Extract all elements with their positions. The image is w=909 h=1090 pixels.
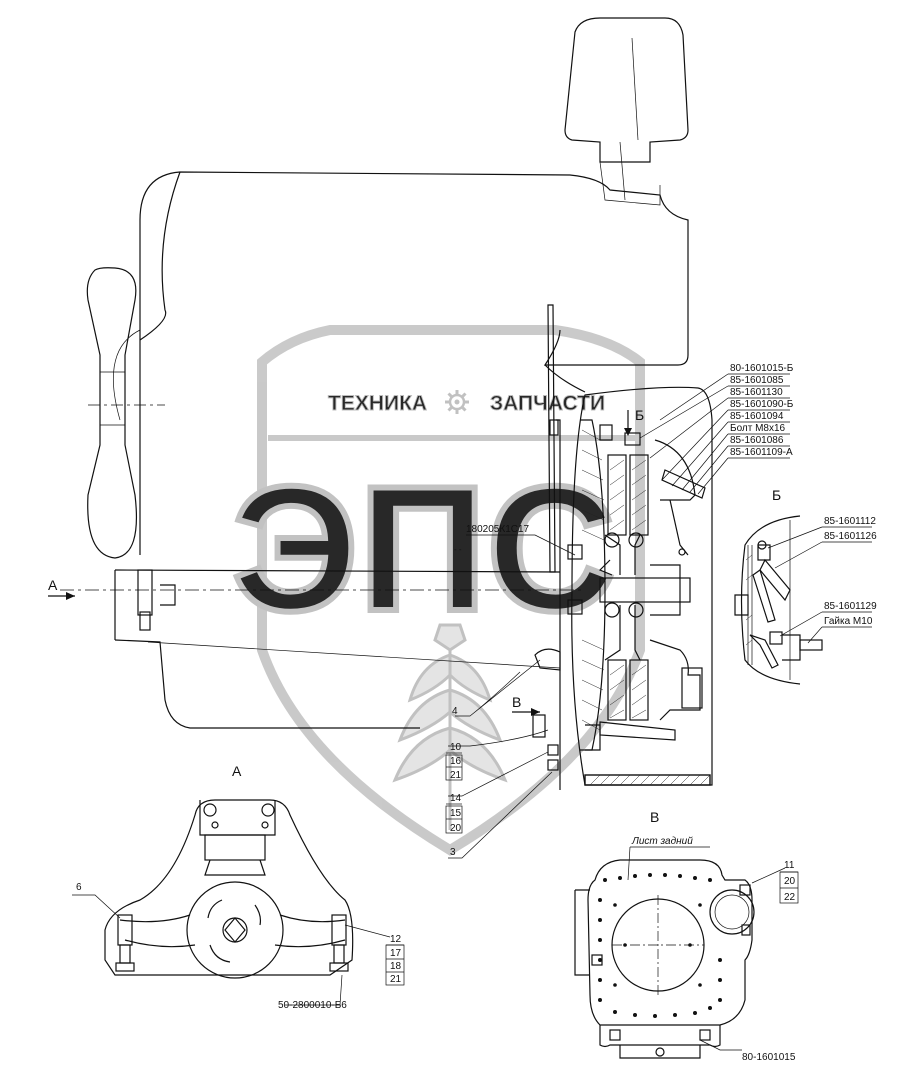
main-leaders <box>448 373 790 859</box>
watermark: ТЕХНИКА ЗАПЧАСТИ ЭПС <box>229 325 645 856</box>
callout-a-stack-c: 18 <box>390 961 402 972</box>
detail-v-title: В <box>650 809 659 825</box>
detail-a-leaders <box>72 894 391 1006</box>
callout-bolt-m8x16: Болт М8х16 <box>730 423 786 434</box>
callout-bearing: 180205К1С17 <box>466 524 530 535</box>
callout-stack1-b: 16 <box>450 756 462 767</box>
callout-a-stack-a: 12 <box>390 934 402 945</box>
view-b-marker: Б <box>635 407 644 423</box>
wheat-icon <box>392 623 508 830</box>
engine-outline <box>139 171 689 555</box>
callout-85-1601112: 85-1601112 <box>824 516 876 527</box>
callout-stack2-c: 20 <box>450 823 462 834</box>
callout-85-1601086: 85-1601086 <box>730 435 784 446</box>
callout-85-1601130: 85-1601130 <box>730 387 783 398</box>
callout-80-1601015: 80-1601015 <box>742 1052 796 1063</box>
callout-v-stack-a: 11 <box>784 860 795 871</box>
callout-stack2-a: 14 <box>450 793 462 804</box>
callout-v-stack-b: 20 <box>784 876 796 887</box>
detail-b-leaders <box>767 526 872 644</box>
callout-80-1601015-b: 80-1601015-Б <box>730 363 794 374</box>
detail-a-view: А <box>104 763 354 979</box>
detail-b-title: Б <box>772 487 781 503</box>
callout-3: 3 <box>450 847 456 858</box>
detail-v-view: В <box>574 809 755 1059</box>
watermark-left-word: ТЕХНИКА <box>328 392 427 415</box>
rear-plate <box>587 859 753 1026</box>
callout-rear-sheet: Лист задний <box>631 836 693 847</box>
svg-text:- -: - - <box>454 545 462 554</box>
callout-stack2-b: 15 <box>450 808 462 819</box>
main-view: А Б В - - <box>48 17 713 790</box>
callout-nut-m10: Гайка М10 <box>824 616 873 627</box>
callout-a-stack-d: 21 <box>390 974 402 985</box>
callout-stack1-c: 21 <box>450 770 462 781</box>
cab-outline <box>564 17 689 163</box>
callout-a-stack-b: 17 <box>390 948 402 959</box>
clutch-housing <box>571 386 713 786</box>
detail-a-title: А <box>232 763 242 779</box>
callout-85-1601090-b: 85-1601090-Б <box>730 399 794 410</box>
callout-85-1601126: 85-1601126 <box>824 531 877 542</box>
detail-v-leaders <box>627 846 786 1051</box>
detail-b-callout-labels: 85-1601112 85-1601126 85-1601129 Гайка М… <box>824 516 877 627</box>
engine-support-bracket <box>104 799 354 976</box>
watermark-right-word: ЗАПЧАСТИ <box>490 392 605 415</box>
callout-85-1601094: 85-1601094 <box>730 411 784 422</box>
callout-85-1601109-a: 85-1601109-А <box>730 447 793 458</box>
callout-v-stack-c: 22 <box>784 892 796 903</box>
callout-85-1601129: 85-1601129 <box>824 601 877 612</box>
callout-50-2800010-b6: 50-2800010-Б6 <box>278 1000 347 1011</box>
watermark-logo: ЭПС <box>232 449 615 648</box>
callout-stack1-a: 10 <box>450 742 462 753</box>
gear-icon <box>445 390 469 414</box>
callout-4: 4 <box>452 706 458 717</box>
callout-85-1601085: 85-1601085 <box>730 375 784 386</box>
view-v-arrow-label: В <box>512 694 521 710</box>
fan-blade <box>86 267 138 559</box>
callout-6: 6 <box>76 882 82 893</box>
detail-a-callout-labels: 6 12 17 18 21 50-2800010-Б6 <box>76 882 405 1011</box>
main-callout-labels: 80-1601015-Б 85-1601085 85-1601130 85-16… <box>445 363 794 858</box>
detail-v-callout-labels: Лист задний 11 20 22 80-1601015 <box>631 836 799 1063</box>
view-a-arrow-label: А <box>48 577 58 593</box>
detail-b-view: Б <box>734 487 823 685</box>
